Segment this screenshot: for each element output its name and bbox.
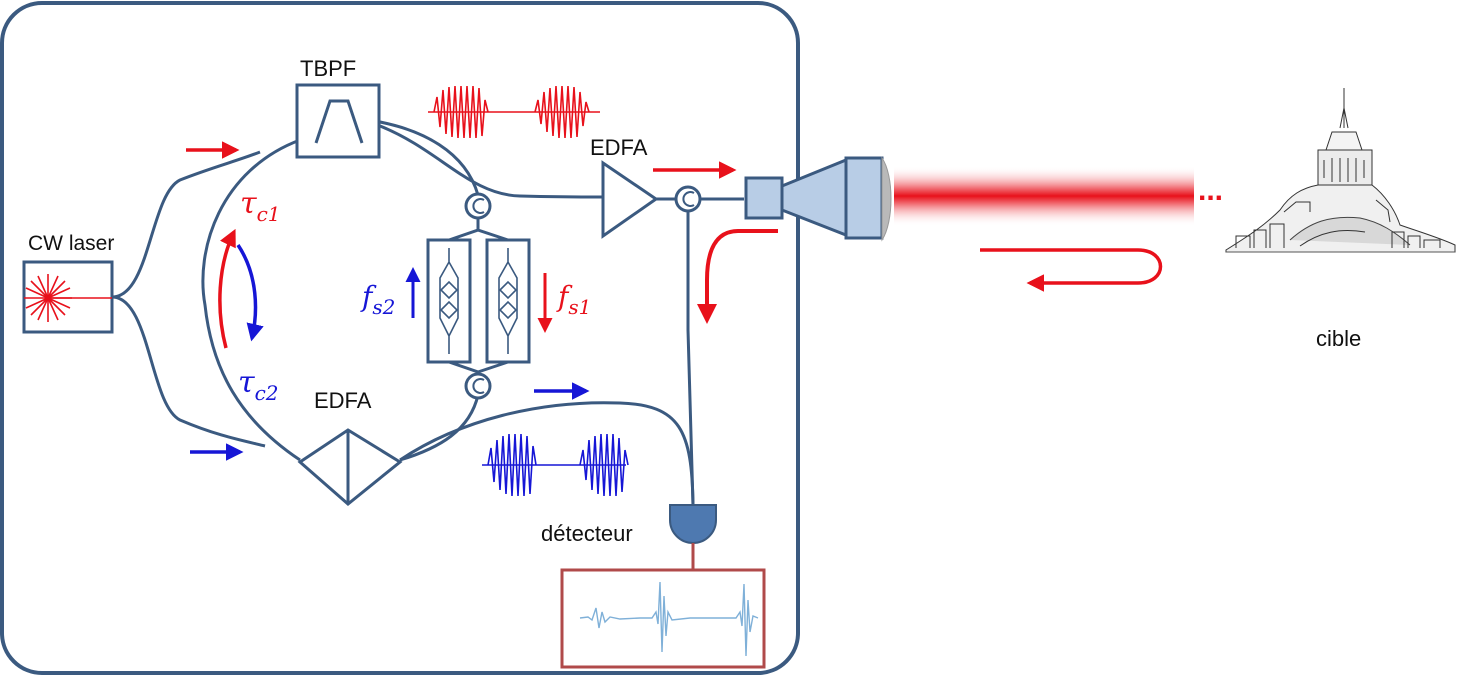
target-mont-saint-michel-illustration: cible [1225,88,1456,351]
red-chirped-pulse-train [428,85,600,139]
tau-c1-symbol: τc1 [240,186,281,226]
ellipsis: ... [1198,174,1223,207]
shifter-links [448,218,509,374]
fiber-laser-upper [111,150,261,299]
tbpf-label: TBPF [300,56,356,81]
fiber-loop-left-arc [201,138,301,462]
fiber-laser-lower [111,295,266,448]
output-circulator [674,185,702,213]
bandpass-shape-icon [314,99,364,144]
f-s1-symbol: fs1 [556,280,591,319]
cw-laser: CW laser [22,232,114,334]
oscilloscope-trace [579,581,759,657]
loop-circulator-top [464,192,492,220]
frequency-shifter-left [426,238,472,364]
laser-beam [894,166,1194,226]
detector-label: détecteur [541,521,633,546]
red-arrow-loop-ccw [218,228,236,349]
blue-chirped-pulse-train [482,433,629,497]
blue-arrow-loop-cw [236,244,264,342]
fiber-tbpf-to-edfa [379,124,604,199]
telescope [744,156,892,242]
cw-laser-label: CW laser [28,232,114,255]
fiber-edfa-to-circ [399,394,480,462]
frequency-shifter-right [485,238,531,364]
red-arrow-return-down [697,229,778,324]
f-s2-symbol: fs2 [360,280,395,319]
oscilloscope-display [560,568,766,669]
edfa-top-label: EDFA [590,135,648,160]
tau-c2-symbol: τc2 [238,365,279,405]
loop-circulator-bottom [464,372,492,400]
laser-starburst-icon [24,274,112,322]
target-label: cible [1316,326,1361,351]
photodetector: détecteur [541,504,717,570]
edfa-bottom-label: EDFA [314,388,372,413]
edfa-top: EDFA [590,135,659,239]
edfa-bottom: EDFA [297,388,403,506]
fiber-paths [111,120,744,506]
tbpf-filter: TBPF [295,56,381,159]
system-housing-frame [0,1,800,675]
red-return-beam-arrow [980,248,1163,292]
fiber-circ-to-detector [686,212,695,506]
fiber-edfa-to-detector [399,401,695,506]
